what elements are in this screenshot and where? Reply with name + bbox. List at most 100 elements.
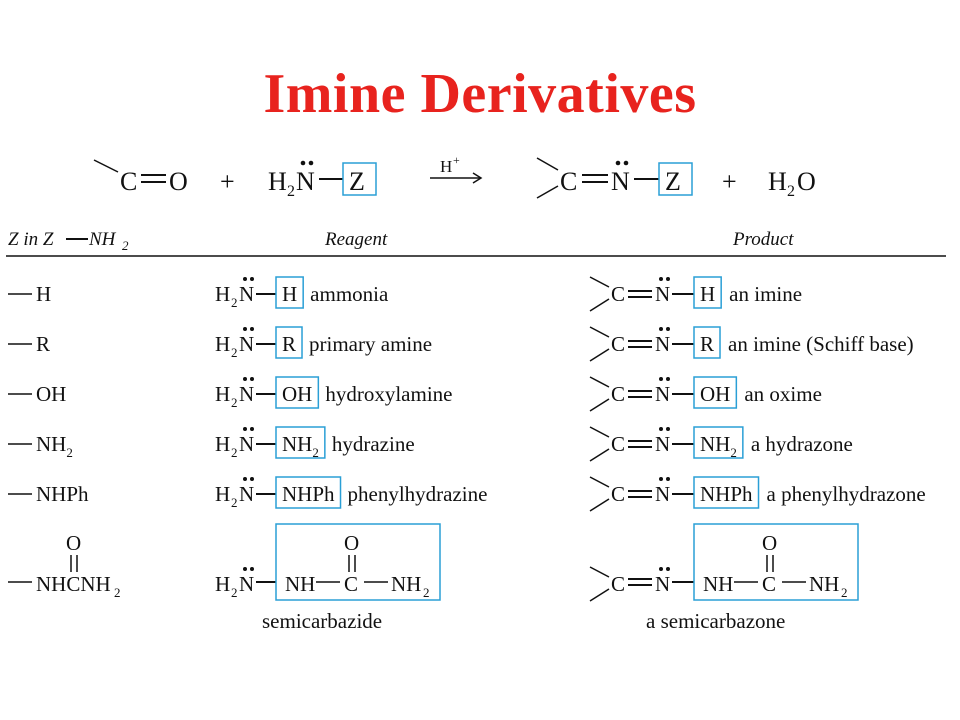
product-substituent-bond-top [589,566,610,578]
general-equation: C O + H 2 N Z H + C N Z + H 2 O [93,153,816,200]
product-substituent-bond-top [589,476,610,488]
reagent-name: ammonia [310,282,389,306]
product-z-box [693,326,721,359]
z-group: H [36,282,51,306]
product-name: an imine (Schiff base) [728,332,914,356]
lone-pair-dot [250,567,254,571]
reagent-nitrogen: N [239,432,254,456]
reagent-z: OH [282,382,312,406]
reagent-nitrogen: N [239,282,254,306]
reagent-h-subscript: 2 [231,345,238,360]
semicarbazide-reagent-name: semicarbazide [262,609,382,633]
reagent-nitrogen: N [239,382,254,406]
lone-pair-dot [615,160,621,166]
lone-pair-dot [243,477,247,481]
lone-pair-dot [250,277,254,281]
lone-pair-dot [666,277,670,281]
reagent-h-subscript: 2 [231,585,238,600]
product-substituent-bond-bottom [589,588,610,602]
lone-pair-dot [666,427,670,431]
product-z-box [658,162,693,196]
carbonyl-substituent-bond [93,159,119,173]
product-z: H [700,282,715,306]
lone-pair-dot [243,377,247,381]
reagent-name: hydrazine [332,432,415,456]
water-o: O [797,167,816,196]
product-z-subscript: 2 [730,445,737,460]
product-substituent-bond-top [589,376,610,388]
product-substituent-bond-bottom [589,448,610,462]
semicarbazide-z-box [275,523,441,601]
reagent-z: NHPh [282,482,335,506]
reagent-carbonyl-oxygen: O [344,531,359,555]
product-carbon: C [611,572,625,596]
catalyst-plus: + [453,153,460,167]
lone-pair-dot [308,160,314,166]
reagent-h-subscript: 2 [231,295,238,310]
product-nitrogen: N [655,482,670,506]
product-nitrogen: N [655,382,670,406]
lone-pair-dot [243,427,247,431]
z-group: R [36,332,50,356]
reagent-nitrogen: N [239,482,254,506]
reagent-z-box [275,376,320,409]
water-h: H [768,167,787,196]
product-nh: NH [703,572,733,596]
product-substituent-bond-bottom [589,498,610,512]
product-name: an imine [729,282,802,306]
amine-h-subscript: 2 [287,183,295,200]
product-substituent-bond-top [589,426,610,438]
z-box [342,162,377,196]
reagent-h: H [215,282,230,306]
product-substituent-bond-top [589,276,610,288]
product-carbon: C [611,282,625,306]
water-subscript: 2 [787,183,795,200]
lone-pair-dot [250,377,254,381]
reagent-h-subscript: 2 [231,395,238,410]
product-substituent-bond-bottom [589,348,610,362]
lone-pair-dot [243,327,247,331]
product-substituent-bond-bottom [589,398,610,412]
reagent-h: H [215,482,230,506]
amine-h: H [268,167,287,196]
product-name: a phenylhydrazone [767,482,926,506]
reagent-name: hydroxylamine [325,382,452,406]
product-name: a hydrazone [751,432,853,456]
semicarbazide-z-subscript: 2 [114,585,121,600]
lone-pair-dot [243,277,247,281]
z-group: OH [36,382,66,406]
plus-sign-1: + [220,167,235,196]
reagent-z-box [275,476,342,509]
reagent-nh2-subscript: 2 [423,585,430,600]
product-carbon: C [611,432,625,456]
reagent-z: Z [349,167,365,196]
z-group: NH [36,432,66,456]
product-name: an oxime [744,382,822,406]
reagent-z-subscript: 2 [312,445,319,460]
semicarbazide-row: NHCNH 2 O H 2 N NH C O NH 2 semicarbazid… [8,523,859,633]
product-z-box [693,476,760,509]
product-carbon: C [560,167,577,196]
reagent-z-box [275,326,303,359]
product-substituent-bond-top [536,157,559,171]
header-reagent: Reagent [324,229,388,250]
product-carbonyl-carbon: C [762,572,776,596]
lone-pair-dot [243,567,247,571]
reagent-h: H [215,332,230,356]
z-group-subscript: 2 [66,445,73,460]
product-nitrogen: N [655,282,670,306]
product-z: NHPh [700,482,753,506]
reaction-arrow-head [472,172,483,184]
lone-pair-dot [300,160,306,166]
semicarbazide-z-formula: NHCNH [36,572,111,596]
reagent-nh2: NH [391,572,421,596]
header-nh-subscript: 2 [122,238,129,253]
reagent-name: phenylhydrazine [348,482,488,506]
reagent-z-box [275,276,304,309]
carbonyl-oxygen: O [169,167,188,196]
plus-sign-2: + [722,167,737,196]
